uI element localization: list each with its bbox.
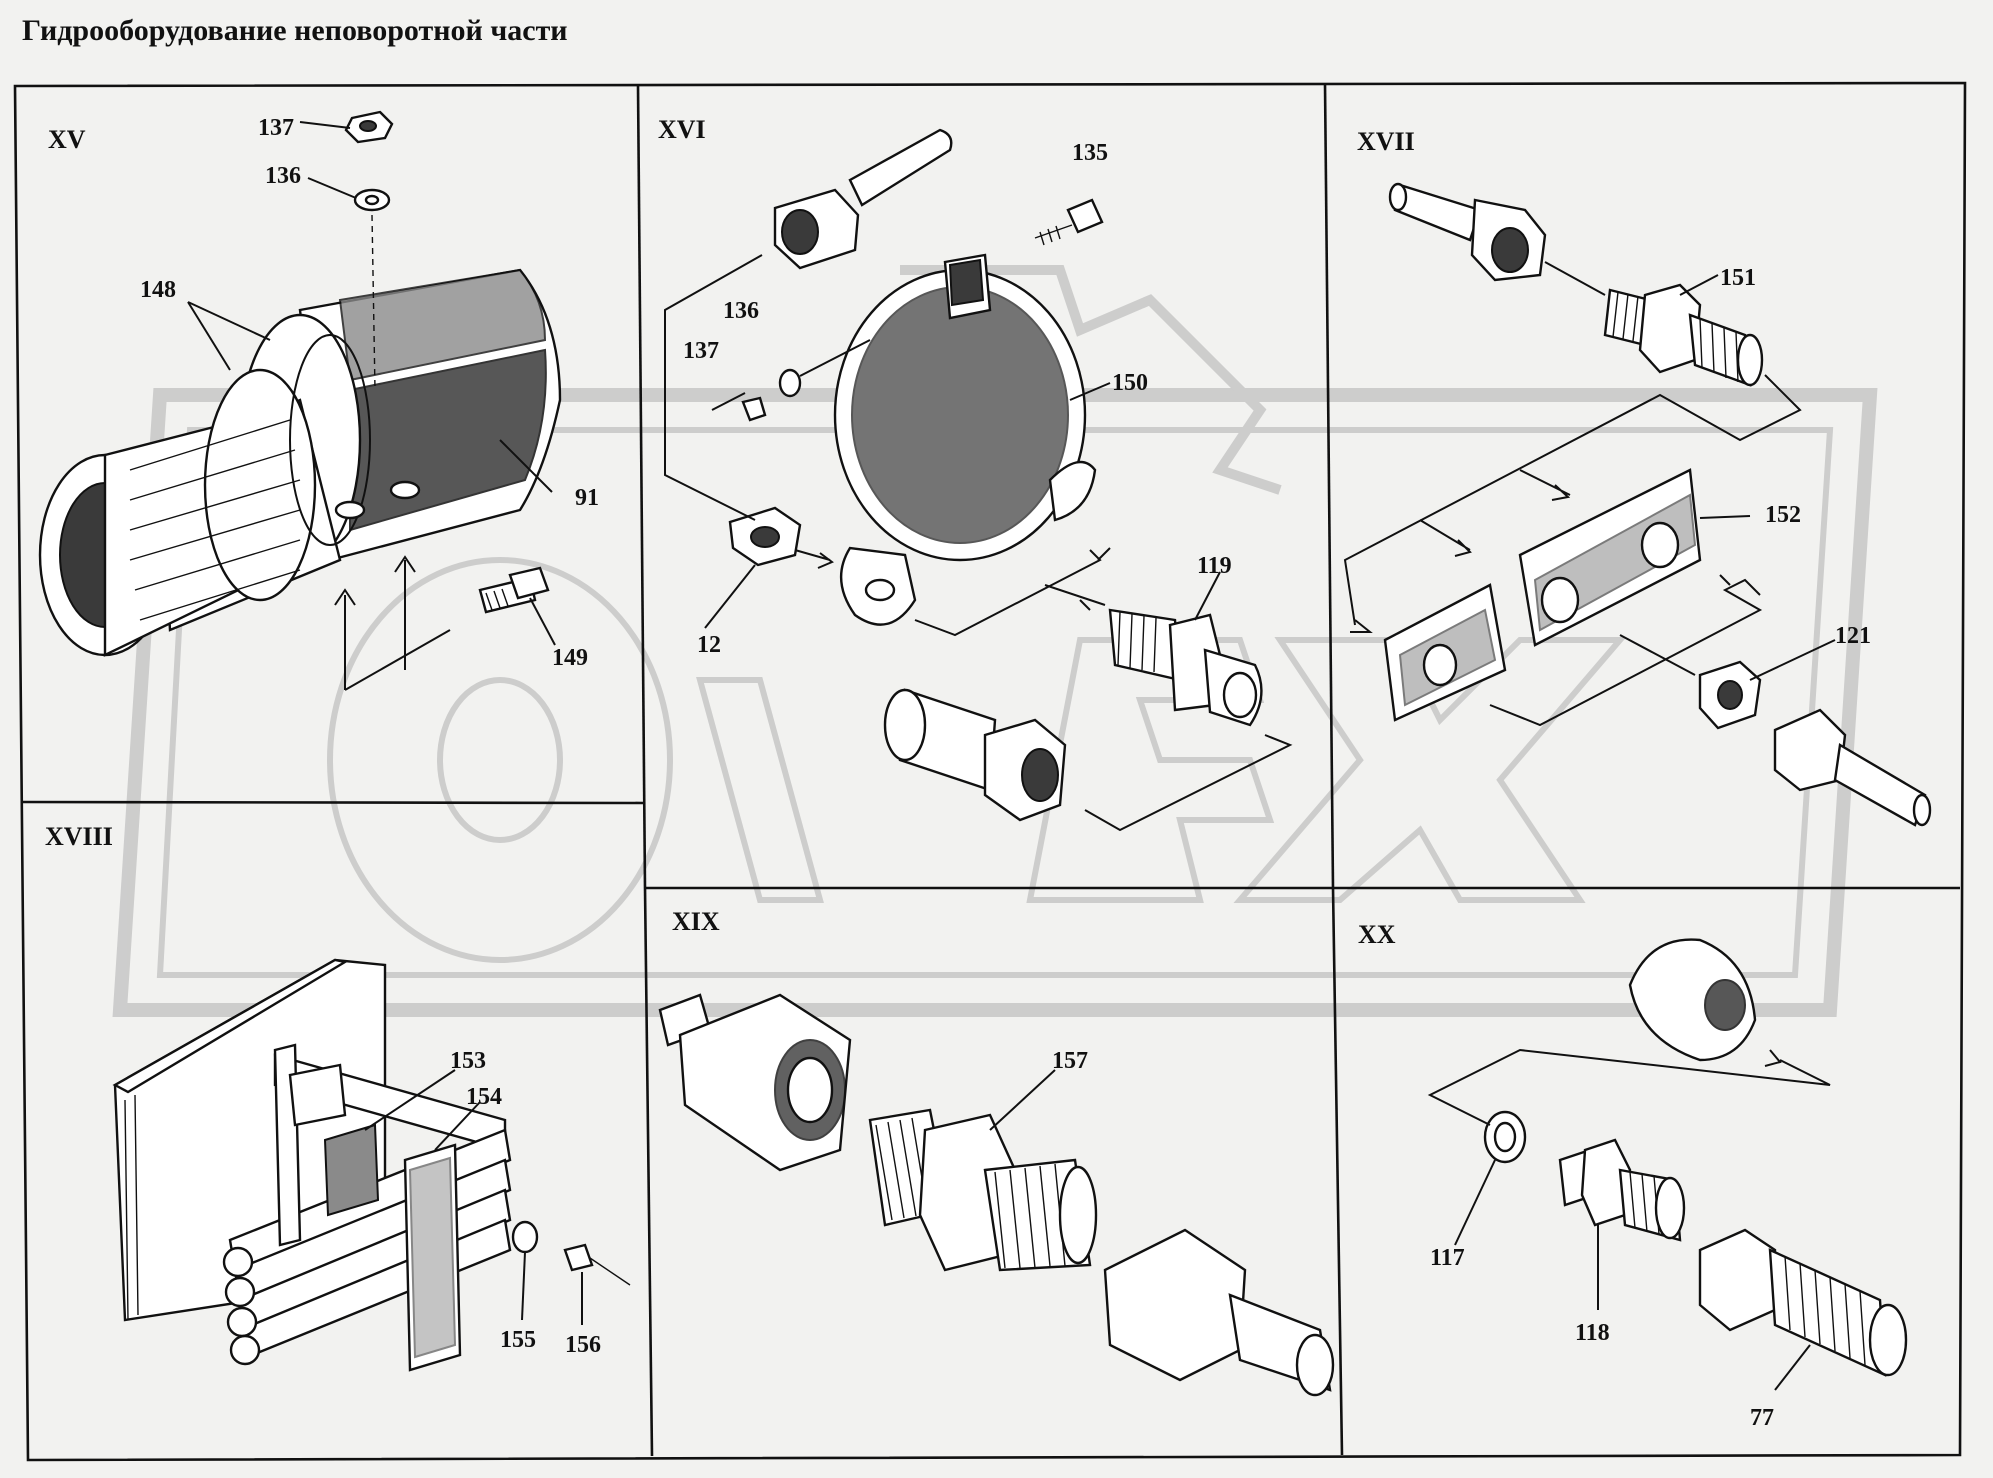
callout-157: 157 <box>1052 1048 1088 1074</box>
callout-154: 154 <box>466 1084 502 1110</box>
fitting-119 <box>1108 608 1263 727</box>
panel-xvi: XVI <box>658 115 1293 832</box>
page-title: Гидрооборудование неповоротной части <box>22 14 568 47</box>
clamp-153 <box>323 1123 380 1217</box>
callout-118: 118 <box>1575 1320 1610 1346</box>
pipe-nut-top <box>773 128 953 270</box>
callout-156: 156 <box>565 1332 601 1358</box>
panel-xx: XX 117 <box>1358 920 1908 1431</box>
cap-nut <box>1628 938 1757 1062</box>
clamp-150 <box>833 253 1097 626</box>
callout-137: 137 <box>258 115 294 141</box>
callout-117: 117 <box>1430 1245 1465 1271</box>
washer-117 <box>1483 1110 1527 1164</box>
strap-154 <box>403 1143 462 1372</box>
pipe-nut-bottom <box>1773 708 1932 827</box>
fitting-77 <box>1698 1228 1908 1377</box>
callout-12: 12 <box>697 632 721 658</box>
panel-xv: XV <box>38 110 599 691</box>
callout-137-b: 137 <box>683 338 719 364</box>
nut-12 <box>728 506 802 567</box>
panel-xviii: XVIII <box>45 822 631 1372</box>
callout-155: 155 <box>500 1327 536 1353</box>
panel-label-xix: XIX <box>672 907 720 936</box>
washer-136 <box>353 188 391 212</box>
panel-label-xx: XX <box>1358 920 1396 949</box>
fitting-118 <box>1558 1138 1686 1242</box>
panel-label-xvii: XVII <box>1357 127 1415 156</box>
cylinder-assembly <box>38 268 562 657</box>
washer-136-b <box>778 368 802 398</box>
callout-136-b: 136 <box>723 298 759 324</box>
panel-label-xvi: XVI <box>658 115 706 144</box>
panel-frames <box>13 81 1967 1462</box>
callout-135: 135 <box>1072 140 1108 166</box>
nut-fitting-bottom <box>1103 1228 1335 1397</box>
screw-156 <box>563 1243 631 1286</box>
callout-121: 121 <box>1835 623 1871 649</box>
washer-155 <box>511 1220 539 1254</box>
nut-137-b <box>741 396 767 422</box>
callout-149: 149 <box>552 645 588 671</box>
nut-137 <box>344 110 394 144</box>
callout-153: 153 <box>450 1048 486 1074</box>
bolt-149 <box>478 566 550 614</box>
callout-119: 119 <box>1197 553 1232 579</box>
panel-xix: XIX 157 <box>658 907 1335 1397</box>
callout-148: 148 <box>140 277 176 303</box>
callout-151: 151 <box>1720 265 1756 291</box>
union-157 <box>868 1108 1098 1272</box>
callout-150: 150 <box>1112 370 1148 396</box>
callout-91: 91 <box>575 485 599 511</box>
panel-xvii: XVII <box>1343 127 1932 827</box>
callout-136: 136 <box>265 163 301 189</box>
bolt-135 <box>1034 198 1104 246</box>
pipe-nut-top-b <box>1388 182 1547 282</box>
union-151 <box>1603 283 1764 387</box>
adapter-fitting <box>883 688 1067 822</box>
panel-label-xv: XV <box>48 125 86 154</box>
plate-152 <box>1383 468 1702 722</box>
callout-152: 152 <box>1765 502 1801 528</box>
nut-fitting-top <box>658 993 852 1172</box>
watermark-logo <box>112 265 1878 1017</box>
callout-77: 77 <box>1750 1405 1774 1431</box>
nut-121 <box>1698 660 1762 730</box>
panel-label-xviii: XVIII <box>45 822 113 851</box>
